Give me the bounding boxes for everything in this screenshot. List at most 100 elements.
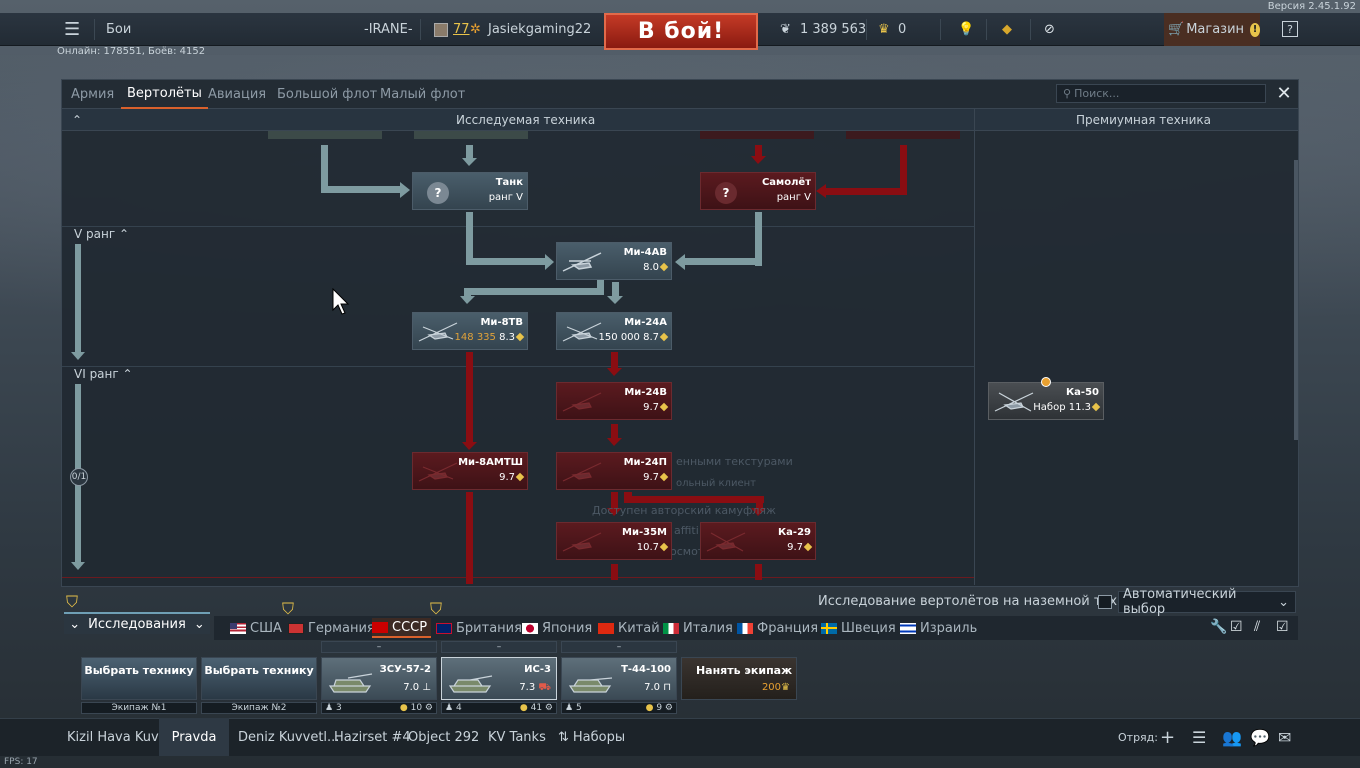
- nation-japan[interactable]: Япония: [522, 618, 592, 638]
- silver-amount: 1 389 563: [800, 22, 867, 37]
- rank-divider: [62, 577, 974, 578]
- helicopter-icon: [418, 322, 458, 342]
- ghost-tooltip-text: енными текстурами: [676, 455, 793, 468]
- research-tab-button[interactable]: ⌄ Исследования ⌄: [64, 612, 210, 634]
- ammo-icon[interactable]: ⫽: [1254, 619, 1261, 635]
- rank-6-label[interactable]: VI ранг ⌃: [74, 367, 133, 381]
- collapse-icon[interactable]: ⌃: [72, 113, 83, 127]
- checkmark-icon[interactable]: ☑: [1230, 619, 1243, 635]
- helicopter-icon: [562, 532, 602, 552]
- vehicle-slot-info: ♟ 4● 41 ⚙: [441, 702, 557, 714]
- ghost-tooltip-text: Доступен авторский камуфляж: [592, 504, 776, 517]
- preset-tab[interactable]: Object 292: [408, 729, 480, 745]
- clan-tag[interactable]: -IRANE-: [364, 22, 413, 37]
- help-button[interactable]: ?: [1282, 21, 1298, 37]
- close-icon[interactable]: ✕: [1276, 82, 1292, 104]
- gold-amount: 0: [898, 22, 907, 37]
- rank-badge-icon[interactable]: ◆: [1002, 22, 1012, 37]
- vehicle-card-mi-8tv[interactable]: Ми-8ТВ 148 335 8.3: [412, 312, 528, 350]
- preset-tab-active[interactable]: Pravda: [159, 718, 229, 756]
- helicopter-icon: [562, 392, 602, 412]
- nation-britain[interactable]: Британия: [436, 618, 522, 638]
- mail-icon[interactable]: ✉: [1278, 727, 1292, 747]
- battles-menu[interactable]: Бои: [106, 22, 132, 37]
- helicopter-icon: [706, 532, 746, 552]
- tree-scrollbar[interactable]: [1294, 160, 1298, 440]
- medal-icon: ⛉: [282, 599, 295, 618]
- tab-bluewater-fleet[interactable]: Большой флот: [277, 86, 378, 102]
- list-icon[interactable]: ☰: [1192, 727, 1207, 747]
- nation-usa[interactable]: США: [230, 618, 282, 638]
- auto-select-dropdown[interactable]: Автоматический выбор ⌄: [1118, 587, 1296, 617]
- player-level: 77: [453, 22, 470, 37]
- research-tab-label: Исследования: [88, 616, 186, 632]
- avatar[interactable]: [434, 13, 450, 46]
- tab-aviation[interactable]: Авиация: [208, 86, 267, 102]
- squad-label: Отряд:: [1118, 730, 1158, 744]
- hamburger-icon[interactable]: ☰: [64, 19, 81, 40]
- preset-tab[interactable]: Deniz Kuvvetl...: [238, 729, 340, 745]
- username[interactable]: Jasiekgaming22: [488, 22, 592, 37]
- branch-tabs: Армия Вертолёты Авиация Большой флот Мал…: [61, 79, 1299, 109]
- vehicle-slot-info: ♟ 5● 9 ⚙: [561, 702, 677, 714]
- tab-army[interactable]: Армия: [71, 86, 115, 102]
- shop-button[interactable]: 🛒 Магазин !: [1164, 13, 1260, 46]
- top-bar: ☰ Бои -IRANE- 77 ✲ Jasiekgaming22 ❦ 1 38…: [0, 13, 1360, 46]
- mouse-cursor-icon: [332, 288, 350, 315]
- chat-icon[interactable]: 💬: [1250, 727, 1270, 747]
- wrench-icon[interactable]: 🔧: [1210, 619, 1228, 635]
- hire-crew-button[interactable]: Нанять экипаж 200♛: [681, 657, 797, 700]
- crew-slot-1[interactable]: Выбрать технику: [81, 657, 197, 700]
- rank-divider: [62, 366, 974, 367]
- shop-label: Магазин: [1186, 22, 1245, 37]
- search-input[interactable]: ⚲Поиск...: [1056, 84, 1266, 103]
- research-option-checkbox[interactable]: [1098, 595, 1112, 609]
- nation-sweden[interactable]: Швеция: [821, 618, 896, 638]
- rank-5-label[interactable]: V ранг ⌃: [74, 227, 130, 241]
- slot-header: –: [561, 641, 677, 653]
- preset-tab[interactable]: Kizil Hava Kuv...: [67, 729, 171, 745]
- lightbulb-icon[interactable]: 💡: [958, 22, 975, 37]
- search-placeholder: Поиск...: [1074, 87, 1120, 100]
- nation-italy[interactable]: Италия: [663, 618, 733, 638]
- premium-header: Премиумная техника: [1076, 113, 1211, 127]
- slot-header: –: [321, 641, 437, 653]
- nation-germany[interactable]: Германия: [288, 618, 375, 638]
- preset-tab[interactable]: Hazirset #4: [334, 729, 411, 745]
- nation-ussr[interactable]: СССР: [372, 618, 432, 638]
- chevron-down-icon: ⌄: [193, 616, 205, 632]
- add-icon[interactable]: +: [1160, 726, 1176, 748]
- preset-tab[interactable]: KV Tanks: [488, 729, 546, 745]
- helicopter-icon: [418, 462, 458, 482]
- presets-button[interactable]: ⇅Наборы: [558, 729, 626, 745]
- coupon-icon[interactable]: ⊘: [1044, 22, 1055, 37]
- tree-header: ⌃ Исследуемая техника Премиумная техника: [62, 109, 1298, 131]
- crew-slot-2-footer: Экипаж №2: [201, 702, 317, 714]
- checkmark-icon[interactable]: ☑: [1276, 619, 1289, 635]
- crew-slot-2[interactable]: Выбрать технику: [201, 657, 317, 700]
- helicopter-icon: [994, 392, 1034, 412]
- to-battle-button[interactable]: В бой!: [604, 13, 758, 50]
- nation-france[interactable]: Франция: [737, 618, 818, 638]
- tab-helicopters[interactable]: Вертолёты: [121, 79, 208, 109]
- premium-badge-icon: [1041, 377, 1051, 387]
- tab-coastal-fleet[interactable]: Малый флот: [380, 86, 466, 102]
- vehicle-card-mi-24a[interactable]: Ми-24А 150 000 8.7: [556, 312, 672, 350]
- nation-israel[interactable]: Израиль: [900, 618, 977, 638]
- gold-eagle-icon: ♛: [878, 22, 890, 37]
- friends-icon[interactable]: 👥: [1222, 727, 1242, 747]
- research-option-label: Исследование вертолётов на наземной техн…: [818, 594, 1150, 609]
- nation-china[interactable]: Китай: [598, 618, 660, 638]
